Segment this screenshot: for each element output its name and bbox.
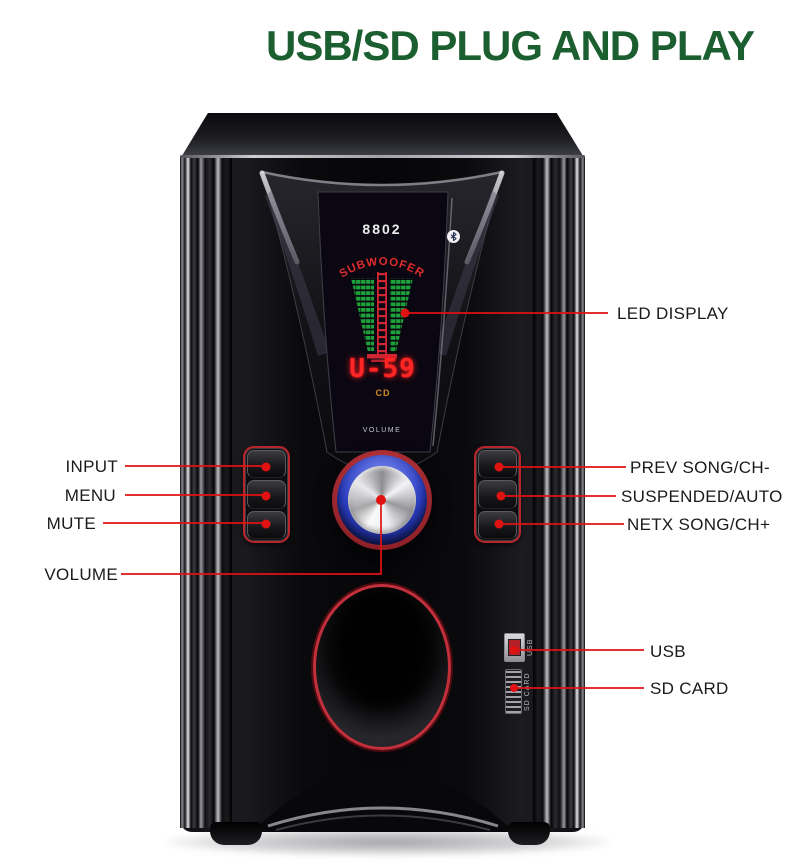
mute-button — [247, 510, 286, 539]
page-title: USB/SD PLUG AND PLAY — [266, 22, 755, 69]
callout-label-usb: USB — [650, 642, 686, 661]
chrome-accent-right — [464, 170, 505, 265]
sd-slot-print: SD CARD — [524, 672, 531, 711]
bluetooth-indicator — [447, 230, 460, 243]
usb-port-print: USB — [527, 638, 534, 657]
knob-metal-face — [348, 466, 416, 534]
subwoofer-port — [313, 584, 451, 750]
input-button — [247, 450, 286, 479]
sd-card-slot — [505, 669, 522, 714]
callout-label-prev-song: PREV SONG/CH- — [630, 458, 770, 477]
callout-label-suspended: SUSPENDED/AUTO — [621, 487, 783, 506]
left-rib-trim — [180, 157, 232, 828]
callout-label-menu: MENU — [64, 486, 116, 505]
callout-label-input: INPUT — [65, 457, 118, 476]
suspended-auto-button — [478, 480, 517, 509]
right-rib-trim — [533, 157, 585, 828]
prev-song-button — [478, 450, 517, 479]
model-number: 8802 — [362, 221, 402, 237]
chrome-accent-left — [259, 170, 300, 265]
left-button-group — [243, 446, 290, 543]
right-button-group — [474, 446, 521, 543]
callout-label-volume: VOLUME — [44, 565, 118, 584]
base-silver-rim — [267, 806, 499, 828]
cabinet-base-arch — [252, 769, 514, 832]
speaker-top-panel — [180, 113, 585, 159]
top-edge-highlight — [180, 155, 585, 158]
bluetooth-icon — [450, 231, 457, 242]
callout-label-led-display: LED DISPLAY — [617, 304, 729, 323]
usb-port — [504, 633, 525, 662]
menu-button — [247, 480, 286, 509]
mode-indicator: CD — [375, 388, 391, 398]
knob-blue-ring — [337, 455, 427, 545]
callout-label-next-song: NETX SONG/CH+ — [627, 515, 771, 534]
volume-knob — [332, 450, 432, 550]
callout-label-mute: MUTE — [46, 514, 96, 533]
led-readout: U-59 — [349, 354, 416, 384]
speaker-foot-left — [210, 822, 262, 845]
next-song-button — [478, 510, 517, 539]
usb-tongue — [508, 639, 521, 656]
callout-label-sd-card: SD CARD — [650, 679, 729, 698]
speaker-foot-right — [508, 822, 550, 845]
volume-caption: VOLUME — [362, 427, 402, 434]
